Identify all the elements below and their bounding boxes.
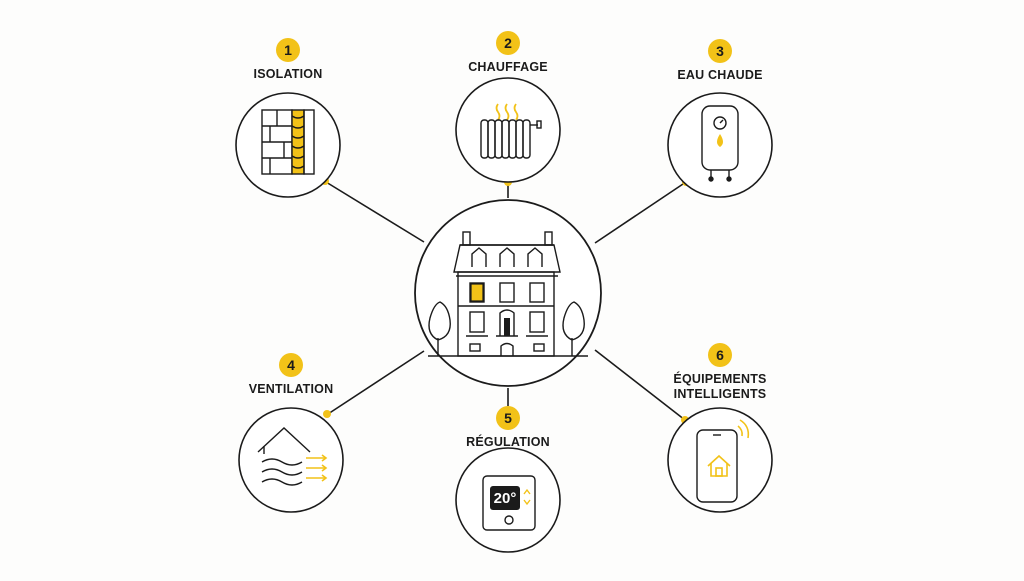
label-ventilation: VENTILATION [248, 382, 334, 396]
ventilation-icon [257, 427, 328, 486]
label-regulation: RÉGULATION [466, 435, 550, 449]
label-intelligents: INTELLIGENTS [673, 387, 767, 401]
label-equipements: ÉQUIPEMENTS [673, 372, 767, 386]
water-heater-icon [701, 105, 739, 182]
step-number-1: 1 [276, 38, 300, 62]
label-isolation: ISOLATION [253, 67, 323, 81]
thermostat-icon [482, 475, 536, 531]
step-number-4: 4 [279, 353, 303, 377]
step-number-6: 6 [708, 343, 732, 367]
step-number-2: 2 [496, 31, 520, 55]
thermostat-display: 20° [493, 489, 517, 507]
smartphone-home-icon [696, 419, 750, 503]
node-circles [235, 77, 773, 553]
step-number-5: 5 [496, 406, 520, 430]
house-building-icon [414, 199, 602, 387]
step-number-3: 3 [708, 39, 732, 63]
radiator-icon [480, 103, 542, 159]
label-eau-chaude: EAU CHAUDE [677, 68, 763, 82]
label-chauffage: CHAUFFAGE [468, 60, 548, 74]
connector-lines [325, 181, 687, 421]
insulation-wall-icon [261, 109, 315, 175]
